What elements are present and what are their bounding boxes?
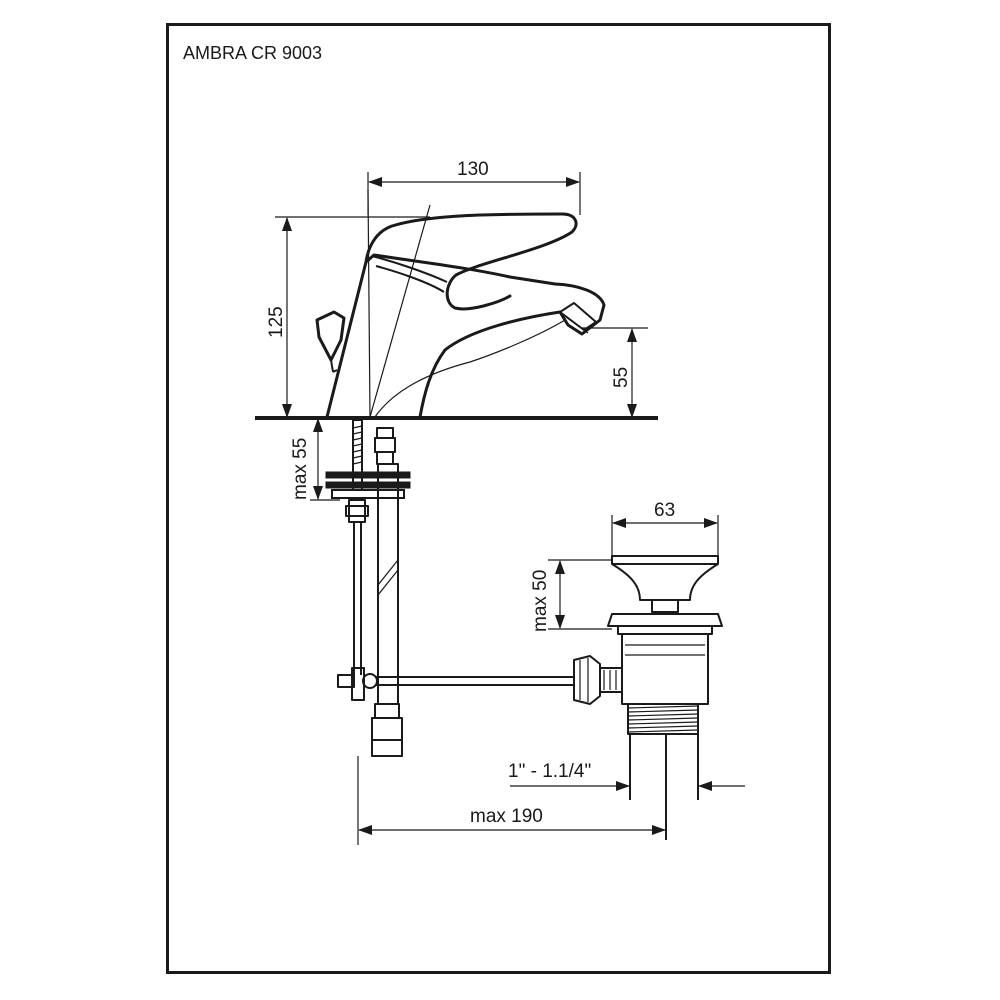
model-title: AMBRA CR 9003 [183,43,323,63]
thread-size-label: 1" - 1.1/4" [508,761,591,782]
construction-line [369,204,431,418]
max-distance-label: max 190 [470,806,543,827]
dimension-height: 125 [266,216,430,418]
dimension-waste-height: max 50 [530,559,612,632]
faucet-body [315,212,606,419]
dimension-waste-diameter: 63 [611,500,719,556]
waste-height-label: max 50 [530,570,551,632]
construction-line [367,189,371,418]
height-label: 125 [266,306,287,338]
waste-diameter-label: 63 [654,500,675,521]
dimension-thread-size: 1" - 1.1/4" [508,761,745,791]
pull-rod [337,667,575,701]
waste-assembly [573,555,723,840]
fixing-assembly [325,419,411,523]
spout-reach-label: 130 [457,159,489,180]
spout-height-label: 55 [611,367,632,388]
dimension-max-distance: max 190 [357,756,666,845]
dimension-spout-height: 55 [582,327,648,418]
deck-thickness-label: max 55 [290,438,311,500]
dimension-spout-reach: 130 [367,159,581,215]
supply-hoses [353,463,403,757]
dimension-deck-thickness: max 55 [290,418,340,501]
